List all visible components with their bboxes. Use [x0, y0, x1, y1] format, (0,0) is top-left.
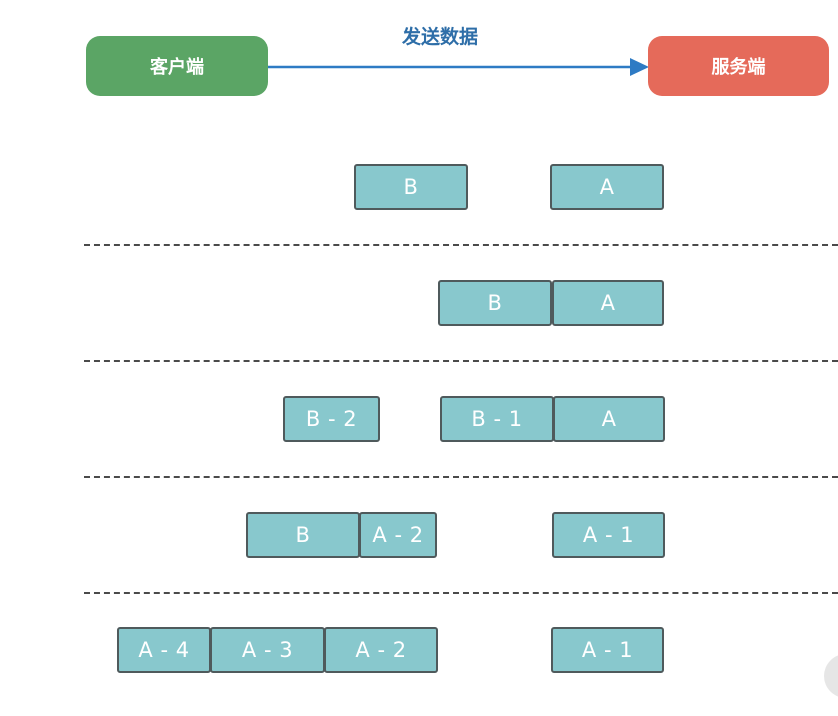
packet-b: B	[438, 280, 552, 326]
stage-divider	[84, 360, 838, 362]
scroll-handle[interactable]	[824, 654, 838, 698]
server-node: 服务端	[648, 36, 829, 96]
stage-divider	[84, 476, 838, 478]
packet-a-3: A - 3	[210, 627, 325, 673]
packet-b: B	[354, 164, 468, 210]
packet-b: B	[246, 512, 360, 558]
packet-a-2: A - 2	[324, 627, 438, 673]
packet-a-1: A - 1	[551, 627, 664, 673]
send-data-label: 发送数据	[401, 26, 478, 48]
packet-a-2: A - 2	[359, 512, 437, 558]
packet-a: A	[550, 164, 664, 210]
send-arrow	[268, 58, 649, 76]
packet-b-1: B - 1	[440, 396, 554, 442]
client-node: 客户端	[86, 36, 268, 96]
packet-b-2: B - 2	[283, 396, 380, 442]
packet-a: A	[552, 280, 664, 326]
packet-a-1: A - 1	[552, 512, 665, 558]
server-label: 服务端	[711, 57, 766, 78]
stage-divider	[84, 592, 838, 594]
client-label: 客户端	[150, 57, 204, 78]
packet-a: A	[553, 396, 665, 442]
stage-divider	[84, 244, 838, 246]
packet-a-4: A - 4	[117, 627, 211, 673]
